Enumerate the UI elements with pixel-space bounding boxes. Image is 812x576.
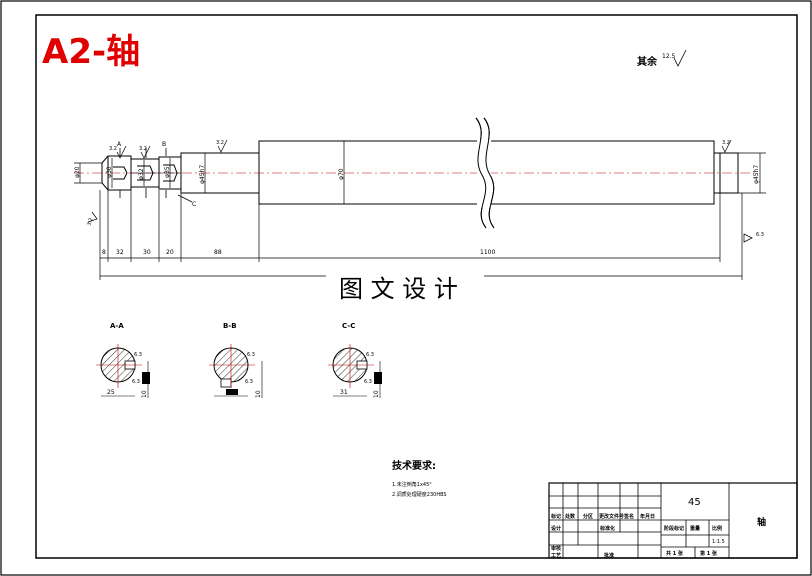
len-5: 88 xyxy=(214,249,222,256)
mark-c: C xyxy=(192,201,196,208)
rough-e: 3.2 xyxy=(86,217,94,227)
tb-weight-label: 重量 xyxy=(690,525,700,532)
len-4: 20 xyxy=(166,249,174,256)
section-a-label: A-A xyxy=(110,322,124,330)
rough-d: 3.2 xyxy=(722,140,730,146)
diameter-dims xyxy=(74,141,766,204)
drawing-title-label: A2-轴 xyxy=(42,32,140,72)
tb-material: 45 xyxy=(688,497,701,508)
tb-header-5: 年月日 xyxy=(640,513,655,520)
tb-scale-value: 1:1.5 xyxy=(712,539,725,545)
shaft-main-view xyxy=(74,140,758,205)
section-b-rough: 6.3 xyxy=(247,352,255,358)
dim-d-step-a: φ30 xyxy=(106,166,113,178)
section-b-rough2: 6.3 xyxy=(245,379,253,385)
watermark: 图 文 设 计 xyxy=(339,275,458,303)
roughness-note-value: 12.5 xyxy=(662,53,676,60)
tb-header-4: 签名 xyxy=(623,513,634,520)
section-c-rough: 6.3 xyxy=(366,352,374,358)
tb-check-1: 工艺 xyxy=(551,552,561,559)
section-c-label: C-C xyxy=(342,322,355,330)
dim-d-step-b: φ32 xyxy=(138,168,145,180)
section-markers xyxy=(119,148,193,203)
rough-a: 3.2 xyxy=(109,146,117,152)
section-a-rough: 6.3 xyxy=(134,352,142,358)
section-a-rough2: 6.3 xyxy=(132,379,140,385)
dim-d-main: φ70 xyxy=(338,168,345,180)
tb-sign-0: 设计 xyxy=(551,525,561,532)
tb-header-3: 更改文件号 xyxy=(599,513,624,520)
tb-part-name: 轴 xyxy=(757,516,766,528)
mark-a: A xyxy=(117,141,122,148)
tech-req-line-2: 2.调质处理硬度230HBS xyxy=(392,491,447,498)
tb-header-2: 分区 xyxy=(583,513,593,520)
tb-stage-label: 阶段标记 xyxy=(664,525,684,532)
dim-d-bearing-right: φ45h7 xyxy=(753,165,760,184)
tb-header-0: 标记 xyxy=(550,513,561,520)
break-lines xyxy=(475,117,495,229)
roughness-marks xyxy=(87,139,753,243)
section-a-depth: 10 xyxy=(141,390,148,398)
section-c-rough2: 6.3 xyxy=(364,379,372,385)
section-b-depth: 10 xyxy=(255,390,262,398)
title-block xyxy=(548,482,798,559)
section-b-label: B-B xyxy=(223,322,237,330)
roughness-symbol-general xyxy=(673,49,687,67)
len-3: 30 xyxy=(143,249,151,256)
dim-d-step-c: φ35 xyxy=(164,166,171,178)
len-2: 32 xyxy=(116,249,124,256)
section-c-depth: 10 xyxy=(373,390,380,398)
inner-frame xyxy=(35,14,798,559)
len-1: 8 xyxy=(102,249,106,256)
rough-f: 6.3 xyxy=(756,232,764,238)
section-view-a: A-A 25 10 6.3 6.3 xyxy=(96,322,150,398)
tb-check-0: 审核 xyxy=(551,545,561,552)
tb-check-2: 批准 xyxy=(604,552,614,559)
tech-req-line-1: 1.未注倒角1x45° xyxy=(392,481,432,488)
tb-scale-label: 比例 xyxy=(712,525,722,532)
tech-req-title: 技术要求: xyxy=(392,459,436,472)
section-c-width: 31 xyxy=(340,389,348,396)
tb-sheets-total: 共 1 张 xyxy=(666,550,684,557)
section-a-width: 25 xyxy=(107,389,115,396)
roughness-note: 其余 xyxy=(637,55,658,68)
tb-sign-1: 标准化 xyxy=(599,525,615,532)
tb-header-1: 处数 xyxy=(564,513,576,520)
section-view-c: C-C 31 10 6.3 6.3 xyxy=(328,322,382,398)
mark-b: B xyxy=(162,141,166,148)
tb-sheet-no: 第 1 张 xyxy=(700,550,718,557)
len-6: 1100 xyxy=(480,249,495,256)
rough-b: 3.2 xyxy=(139,146,147,152)
section-view-b: B-B 10 6.3 6.3 xyxy=(209,322,263,398)
dim-d-left-end: φ20 xyxy=(74,166,81,178)
dim-d-bearing-left: φ45h7 xyxy=(199,165,206,184)
rough-c: 3.2 xyxy=(216,140,224,146)
watermark-bg xyxy=(326,268,484,304)
